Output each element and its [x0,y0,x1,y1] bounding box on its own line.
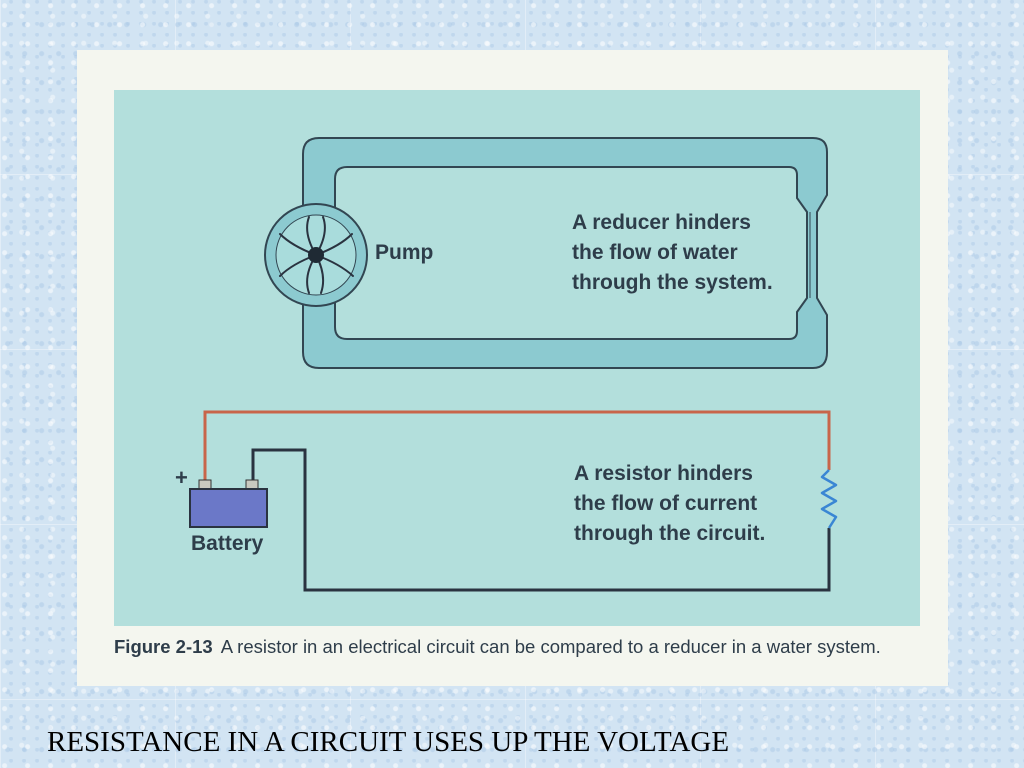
positive-terminal-sign: + [175,465,188,490]
figure-caption-text: A resistor in an electrical circuit can … [220,636,881,657]
reducer-caption: A reducer hinders the flow of water thro… [572,211,773,294]
figure-2-13: A reducer hinders the flow of water thro… [77,50,948,686]
resistor-icon [820,469,838,529]
battery-icon [189,479,268,528]
pump-icon [264,203,368,307]
figure-number: Figure 2-13 [114,636,213,657]
water-pipe-loop [302,137,828,369]
slide-title: RESISTANCE IN A CIRCUIT USES UP THE VOLT… [47,726,730,758]
circuit-wires [203,410,831,592]
negative-wire [251,448,831,592]
diagram-graphic [114,90,920,626]
resistor-caption: A resistor hinders the flow of current t… [574,462,766,545]
battery-label: Battery [191,532,264,555]
positive-wire [203,410,831,480]
figure-caption: Figure 2-13 A resistor in an electrical c… [114,635,934,659]
pump-label: Pump [375,241,434,264]
